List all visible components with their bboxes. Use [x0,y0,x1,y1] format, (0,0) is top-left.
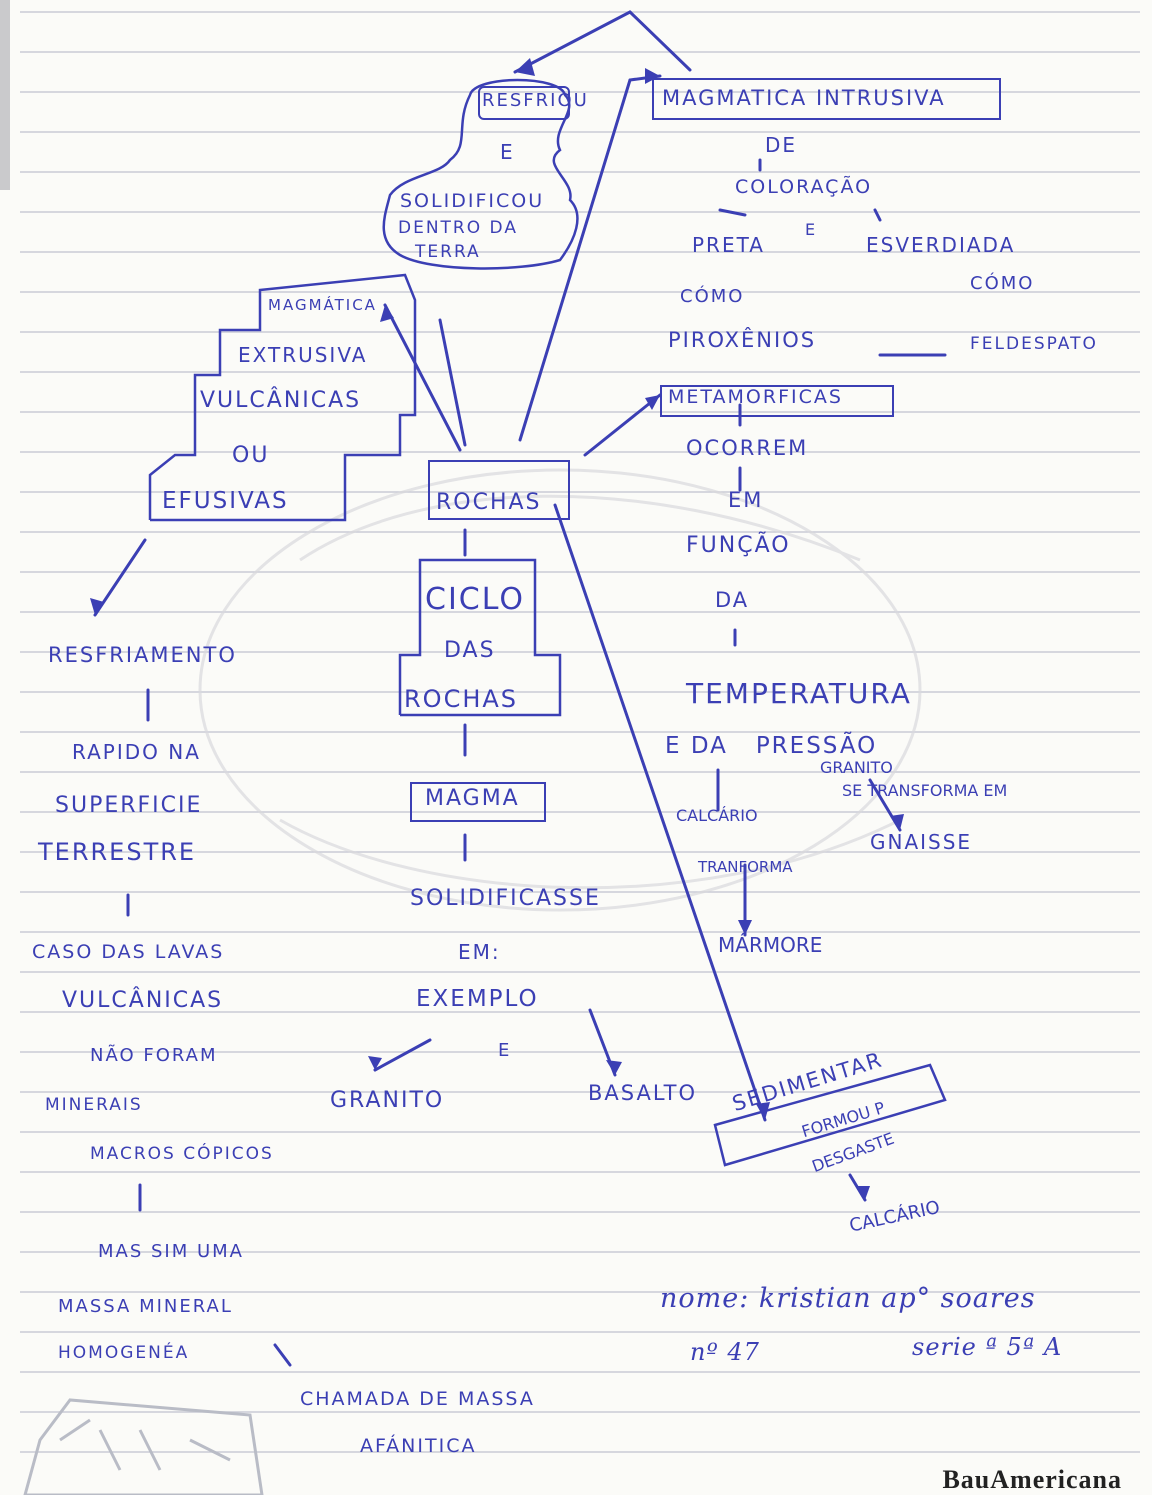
mas-sim-uma-text: MAS SIM UMA [98,1241,244,1262]
granito-small-text: GRANITO [820,758,893,777]
em-text-2: EM: [458,940,501,964]
magma-box [410,782,546,822]
magmatica-intrusiva-box [652,78,1001,120]
coloracao-text: COLORAÇÃO [735,176,873,198]
e-text-3: E [498,1040,512,1061]
ocorrem-text: OCORREM [686,436,809,460]
afanitica-text: AFÁNITICA [360,1435,477,1457]
magmatica-text: MAGMÁTICA [268,296,377,314]
vulcanicas-text-2: VULCÂNICAS [62,988,224,1013]
magmatica-intrusiva-text: MAGMATICA INTRUSIVA [662,86,946,110]
calcario-text-1: CALCÁRIO [676,806,758,825]
chamada-de-massa-text: CHAMADA DE MASSA [300,1388,535,1410]
massa-mineral-text: MASSA MINERAL [58,1296,233,1317]
dentro-da-text: DENTRO DA [398,218,518,238]
rapido-na-text: RAPIDO NA [72,740,201,764]
de-text: DE [765,133,798,157]
preta-text: PRETA [692,233,765,257]
resfriou-text: RESFRIOU [482,90,589,111]
solidificou-text: SOLIDIFICOU [400,190,545,212]
magma-text: MAGMA [425,786,520,811]
das-text: DAS [444,638,496,663]
basalto-text: BASALTO [588,1081,698,1105]
brand-logo-text: BauAmericana [942,1465,1122,1494]
rochas-text-2: ROCHAS [404,685,519,713]
nao-foram-text: NÃO FORAM [90,1045,218,1066]
solidificasse-text: SOLIDIFICASSE [410,886,601,911]
funcao-text: FUNÇÃO [686,533,791,558]
marmore-text: MÁRMORE [718,933,823,957]
temperatura-text: TEMPERATURA [686,677,912,710]
e-text-1: E [500,140,515,164]
rochas-box [428,460,570,520]
student-class: serie ª 5ª A [912,1333,1063,1361]
como-text-1: CÓMO [680,286,745,307]
e-text-2: E [805,220,818,239]
minerais-text: MINERAIS [45,1095,143,1115]
superficie-text: SUPERFICIE [55,793,203,818]
extrusiva-text: EXTRUSIVA [238,343,368,367]
exemplo-text: EXEMPLO [416,986,539,1012]
resfriou-box [478,86,570,120]
granito-text: GRANITO [330,1088,445,1113]
vulcanicas-text: VULCÂNICAS [200,388,362,413]
macroscopicos-text: MACROS CÓPICOS [90,1144,274,1164]
e-da-pressao-text: E DA PRESSÃO [665,733,878,759]
tranforma-text: TRANFORMA [698,858,793,876]
ciclo-text: CICLO [425,582,525,617]
em-text: EM [728,488,764,512]
gnaisse-text: GNAISSE [870,830,973,854]
metamorficas-box [660,385,894,417]
metamorficas-text: METAMORFICAS [668,386,843,408]
efusivas-text: EFUSIVAS [162,488,289,514]
student-name: nome: kristian ap° soares [660,1283,1036,1314]
feldespato-text: FELDESPATO [970,334,1098,354]
esverdiada-text: ESVERDIADA [866,233,1016,257]
como-text-2: CÓMO [970,273,1035,294]
resfriamento-text: RESFRIAMENTO [48,643,237,667]
rochas-text: ROCHAS [436,490,542,515]
student-number: nº 47 [690,1338,760,1366]
terrestre-text: TERRESTRE [38,838,197,866]
terra-text: TERRA [415,242,481,262]
ou-text: OU [232,443,270,468]
caso-das-lavas-text: CASO DAS LAVAS [32,941,225,963]
homogenea-text: HOMOGENÉA [58,1343,190,1363]
piroxenios-text: PIROXÊNIOS [668,328,817,352]
da-text: DA [715,588,750,612]
se-transforma-em-text: SE TRANSFORMA EM [842,781,1008,800]
